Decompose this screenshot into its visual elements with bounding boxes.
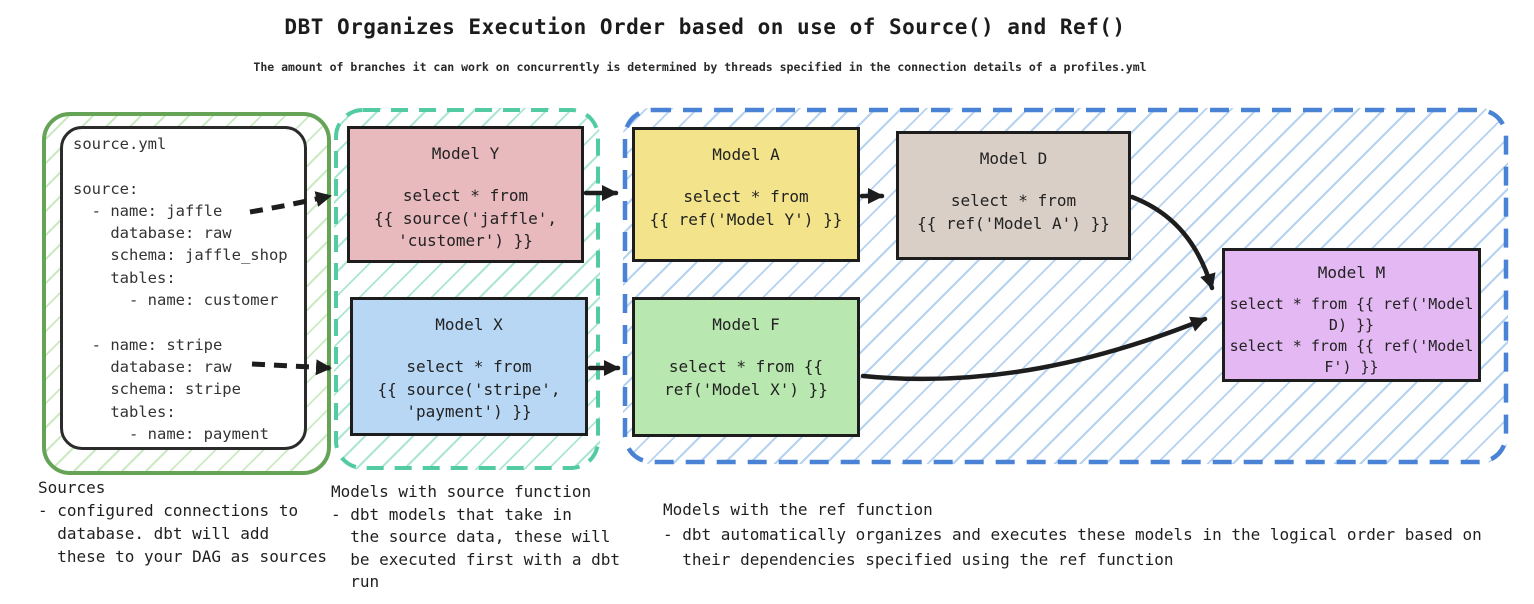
model-a-code: select * from {{ ref('Model Y') }} (649, 187, 843, 229)
model-a-title: Model A (712, 145, 780, 164)
model-m-code: select * from {{ ref('Model D) }} select… (1229, 295, 1474, 376)
model-x-node: Model X select * from {{ source('stripe'… (350, 297, 588, 436)
model-y-title: Model Y (431, 144, 500, 163)
model-d-node: Model D select * from {{ ref('Model A') … (896, 131, 1131, 260)
diagram-subtitle: The amount of branches it can work on co… (253, 60, 1147, 74)
caption-ref-models: Models with the ref function - dbt autom… (663, 500, 1482, 569)
model-m-title: Model M (1317, 263, 1386, 282)
model-a-node: Model A select * from {{ ref('Model Y') … (632, 127, 860, 262)
diagram-title: DBT Organizes Execution Order based on u… (284, 15, 1126, 39)
model-f-node: Model F select * from {{ ref('Model X') … (632, 297, 860, 437)
model-m-node: Model M select * from {{ ref('Model D) }… (1222, 248, 1481, 382)
model-d-code: select * from {{ ref('Model A') }} (917, 191, 1110, 233)
model-x-code: select * from {{ source('stripe', 'payme… (377, 357, 561, 421)
caption-source-models: Models with source function - dbt models… (331, 482, 620, 591)
model-y-code: select * from {{ source('jaffle', 'custo… (373, 186, 558, 250)
model-y-node: Model Y select * from {{ source('jaffle'… (347, 126, 584, 263)
model-d-title: Model D (979, 149, 1048, 168)
source-yml-file-node: source.yml source: - name: jaffle databa… (60, 126, 307, 450)
model-f-title: Model F (712, 315, 780, 334)
model-x-title: Model X (435, 315, 503, 334)
caption-sources: Sources - configured connections to data… (38, 478, 327, 566)
model-f-code: select * from {{ ref('Model X') }} (664, 357, 828, 399)
